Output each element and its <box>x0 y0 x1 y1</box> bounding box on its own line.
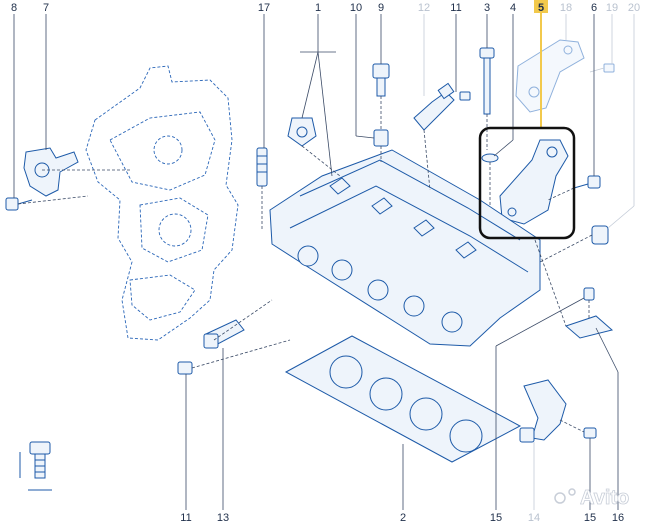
callout-19: 19 <box>606 2 618 14</box>
callout-6: 6 <box>591 2 597 14</box>
watermark-text: Avito <box>580 487 629 509</box>
callout-4: 4 <box>510 2 516 14</box>
head-gasket-2-icon <box>284 335 522 463</box>
callout-3: 3 <box>484 2 490 14</box>
bracket-18-icon <box>515 39 585 113</box>
highlight-box <box>478 126 576 240</box>
callout-8: 8 <box>11 2 17 14</box>
callout-7: 7 <box>43 2 49 14</box>
avito-watermark: Avito <box>554 487 630 509</box>
bolt-15-icon <box>583 427 597 439</box>
stud-17-icon <box>256 147 268 187</box>
washer-4-icon <box>481 153 499 163</box>
callout-16: 16 <box>612 512 624 524</box>
bolt-6-icon <box>573 175 601 189</box>
head-bolt-3-icon <box>479 47 495 115</box>
leader-lines <box>13 14 635 510</box>
sleeve-10-icon <box>373 129 389 147</box>
bolt-19-icon <box>589 63 615 73</box>
bracket-16-icon <box>565 287 614 339</box>
sensor-12-icon <box>413 82 455 131</box>
bolt-11-bottom-icon <box>177 361 193 375</box>
callout-numbers: 8 7 17 1 10 9 12 11 3 4 5 18 6 19 20 11 … <box>11 2 640 524</box>
sensor-13-icon <box>203 319 245 349</box>
bolt-11-top-icon <box>459 91 471 101</box>
callout-11-top: 11 <box>450 2 461 14</box>
callout-9: 9 <box>378 2 384 14</box>
callout-15-right: 15 <box>584 512 596 524</box>
callout-1: 1 <box>315 2 321 14</box>
callout-13: 13 <box>217 512 229 524</box>
callout-18: 18 <box>560 2 572 14</box>
callout-17: 17 <box>258 2 270 14</box>
callout-20: 20 <box>628 2 640 14</box>
bolt-dimension-icon <box>19 441 52 491</box>
cylinder-head-icon <box>269 149 541 347</box>
bolt-9-icon <box>372 63 390 97</box>
callout-2: 2 <box>400 512 406 524</box>
plug-20-icon <box>591 225 609 245</box>
highlight-tag-5 <box>534 0 548 13</box>
callout-14: 14 <box>528 512 540 524</box>
callout-5: 5 <box>538 2 544 14</box>
callout-15-center: 15 <box>490 512 502 524</box>
callout-11-bottom: 11 <box>180 512 191 524</box>
timing-cover-icon <box>85 65 239 341</box>
assembly-lines <box>17 96 593 433</box>
callout-12: 12 <box>418 2 430 14</box>
bracket-14-icon <box>519 379 567 443</box>
callout-10: 10 <box>350 2 362 14</box>
lifting-bracket-5-icon <box>499 139 569 225</box>
sensor-bracket-7-icon <box>23 147 79 197</box>
camshaft-plug-1-icon <box>287 117 317 147</box>
